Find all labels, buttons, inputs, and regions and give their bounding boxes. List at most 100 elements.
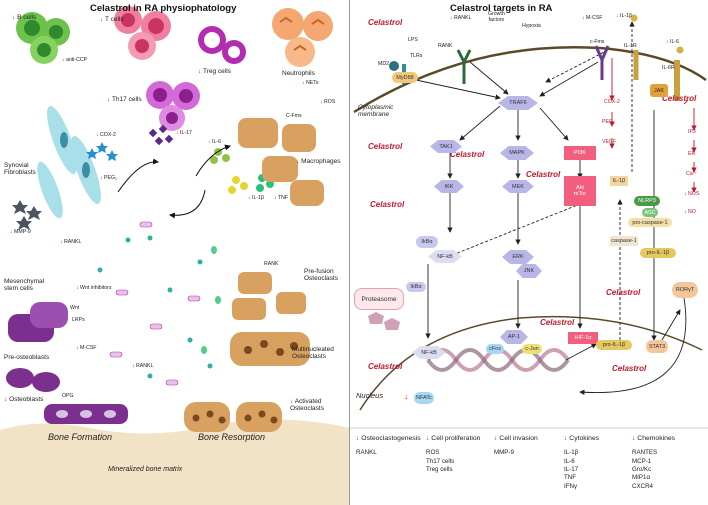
label-er: ER xyxy=(688,151,696,157)
label-il6: ↓ IL-6 xyxy=(208,139,221,145)
celastrol-label-1: Celastrol xyxy=(368,18,403,27)
label-il6r: IL-6R xyxy=(662,65,675,71)
cfms-receptor xyxy=(594,45,610,80)
t-cells-icon xyxy=(114,6,171,60)
footer-item: Treg cells xyxy=(426,465,453,473)
label-bone-formation: Bone Formation xyxy=(48,432,113,442)
scattered-capsules xyxy=(109,221,201,386)
treg-cells-icon xyxy=(198,26,246,64)
mesenchymal-stem-cells-icon xyxy=(8,302,68,342)
ikk-node: IKK xyxy=(434,180,464,193)
celastrol-label-2: Celastrol xyxy=(662,94,697,103)
footer-item: Gro/Kc xyxy=(632,465,652,473)
jak-node: JAK xyxy=(650,84,668,97)
tak1-node: TAK1 xyxy=(430,140,462,153)
label-rankl: ↓ RANKL xyxy=(450,15,472,21)
label-rankl-1: ↓ RANKL xyxy=(60,239,82,245)
caspase1-node: caspase-1 xyxy=(610,236,638,246)
label-il1b: ↓ IL-1β xyxy=(248,195,264,201)
scattered-molecules xyxy=(97,235,213,379)
label-mcsf: ↓ M-CSF xyxy=(76,345,97,351)
nfatc-node: NFATc xyxy=(414,392,434,404)
label-b-cells: ↓ B cells xyxy=(12,14,37,21)
label-ip3: IP3 xyxy=(688,129,696,135)
label-activated: ↓ Activated Osteoclasts xyxy=(290,398,324,413)
th17-cells-icon xyxy=(146,81,200,131)
footer-column-heading: ↓ Cytokines xyxy=(564,435,600,442)
footer-item: MMP-9 xyxy=(494,449,514,457)
ikba2-node: IkBα xyxy=(406,282,426,292)
label-cox2: COX-2 xyxy=(604,99,620,105)
label-rank: RANK xyxy=(438,43,453,49)
label-mcsf: ↓ M-CSF xyxy=(582,15,603,21)
cycle-arrow-2 xyxy=(169,189,206,219)
right-panel-celastrol-targets: Celastrol targets in RA Celastrol Celast… xyxy=(350,0,708,505)
label-th17: ↓ Th17 cells xyxy=(107,96,142,103)
label-cfms: c-Fms xyxy=(590,39,605,45)
neutrophils-icon xyxy=(272,8,333,67)
proil1b2-node: pro-IL-1β xyxy=(596,340,632,350)
label-t-cells: ↓ T cells xyxy=(100,16,124,23)
label-mmp9: ↓ MMP-9 xyxy=(10,229,31,235)
celastrol-label-8: Celastrol xyxy=(540,318,575,327)
footer-item: IL-1β xyxy=(564,449,579,457)
b-cells-icon xyxy=(16,12,70,64)
footer-item: CXCR4 xyxy=(632,482,653,490)
stat3-node: STAT3 xyxy=(646,340,668,353)
label-lps: LPS xyxy=(408,37,418,43)
erk-node: ERK xyxy=(502,250,534,264)
label-peg2: PEG₂ xyxy=(602,119,615,125)
mek-node: MEK xyxy=(502,180,534,193)
osteoblasts-icon xyxy=(44,404,128,424)
synovial-fibroblasts-icon xyxy=(37,106,101,219)
label-il1r: IL-1R xyxy=(624,43,637,49)
nucleus-membrane xyxy=(359,315,703,411)
cfos-node: cFos xyxy=(486,344,504,354)
footer-item: MCP-1 xyxy=(632,457,652,465)
label-tlrs: TLRs xyxy=(410,53,423,59)
footer-item: RANTES xyxy=(632,449,658,457)
activated-osteoclasts-icon xyxy=(184,402,282,432)
label-prefusion: Pre-fusion Osteoclasts xyxy=(304,268,338,283)
label-bone-resorption: Bone Resorption xyxy=(198,432,266,442)
mapk-node: MAPK xyxy=(500,146,534,160)
nfkb2-node: NF-kB xyxy=(412,346,446,359)
label-nucleus: Nucleus xyxy=(356,391,384,400)
celastrol-label-7: Celastrol xyxy=(606,288,641,297)
cox2-stars xyxy=(86,142,118,161)
footer-item: MIP1α xyxy=(632,474,651,482)
label-cox2: ↓ COX-2 xyxy=(96,132,116,138)
traf6-node: TRAF6 xyxy=(498,96,538,110)
nfkb-node: NF-kB xyxy=(428,250,462,263)
label-peg2: ↓ PEG₂ xyxy=(100,175,118,181)
celastrol-label-5: Celastrol xyxy=(526,170,561,179)
footer-item: RANKL xyxy=(356,449,377,457)
proil1b-node: pro-IL-1β xyxy=(640,248,676,258)
rort-node: RORγT xyxy=(672,282,698,298)
il17-diamonds xyxy=(148,124,174,146)
footer-item: IFNγ xyxy=(564,482,578,490)
myd88-node: MyD88 xyxy=(392,72,418,83)
label-macrophages: ↓ Macrophages xyxy=(296,158,341,165)
rank-receptor xyxy=(456,49,472,84)
label-lrps: LRPs xyxy=(72,317,85,323)
label-nos: ↓ NOS xyxy=(684,191,700,197)
label-rankl-2: ↓ RANKL xyxy=(132,363,154,369)
preosteoblasts-icon xyxy=(6,368,60,392)
akt-label: Akt xyxy=(576,185,584,191)
label-ca: Ca²⁺ xyxy=(686,171,698,177)
il1b-mid-node: IL-1β xyxy=(610,176,628,186)
celastrol-label-6: Celastrol xyxy=(370,200,405,209)
label-anti-ccp: ↓ anti-CCP xyxy=(62,57,88,63)
label-md2: MD2 xyxy=(378,61,389,67)
cytokine-dots xyxy=(210,148,274,194)
footer-column-heading: ↓ Cell invasion xyxy=(494,435,538,442)
label-cyto-membrane: Cytoplasmic membrane xyxy=(358,104,394,119)
proteasome-fragments xyxy=(368,312,400,330)
jnk-node: JNK xyxy=(516,264,542,278)
hif-node: HIF-1α xyxy=(568,332,598,344)
right-title: Celastrol targets in RA xyxy=(450,3,553,14)
